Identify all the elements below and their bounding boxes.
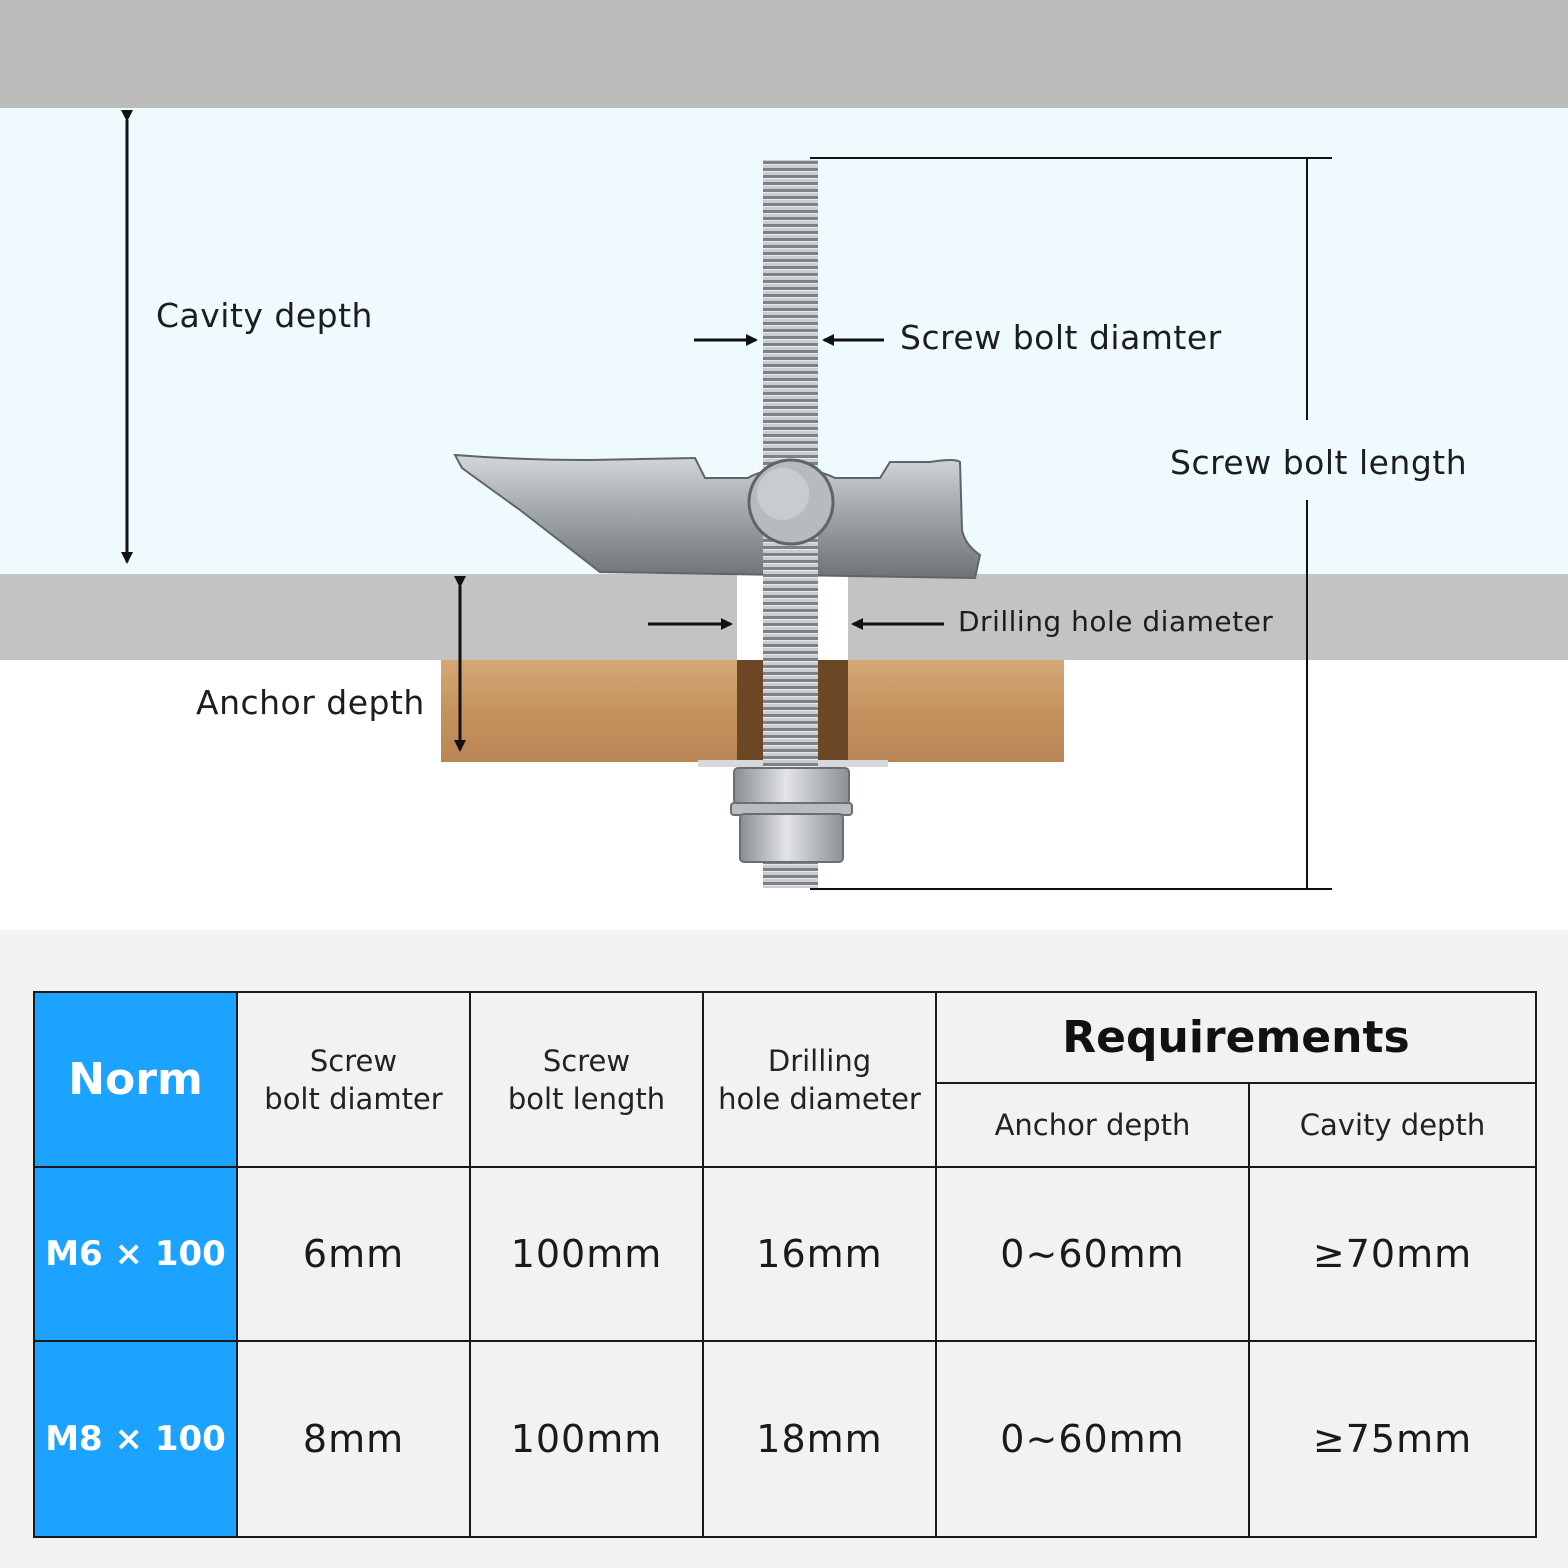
row-norm: M8 × 100 bbox=[33, 1340, 238, 1538]
cell-bolt-length: 100mm bbox=[469, 1340, 704, 1538]
cell-bolt-diameter: 6mm bbox=[236, 1166, 471, 1342]
cell-anchor-depth: 0~60mm bbox=[935, 1166, 1250, 1342]
table-row: M6 × 100 6mm 100mm 16mm 0~60mm ≥70mm bbox=[33, 1166, 1537, 1342]
ceiling-concrete bbox=[0, 0, 1568, 108]
drilling-hole-diameter-label: Drilling hole diameter bbox=[958, 605, 1274, 638]
col-screw-bolt-diameter-line2: bolt diamter bbox=[264, 1081, 443, 1116]
bolt-length-bracket bbox=[810, 157, 1332, 890]
cell-hole-diameter: 18mm bbox=[702, 1340, 937, 1538]
hinge-pin-highlight bbox=[757, 468, 809, 520]
table-header-row: Norm Screw bolt diamter Screw bolt lengt… bbox=[33, 991, 1537, 1168]
norm-header: Norm bbox=[33, 991, 238, 1168]
cell-hole-diameter: 16mm bbox=[702, 1166, 937, 1342]
col-screw-bolt-length: Screw bolt length bbox=[469, 991, 704, 1168]
screw-bolt-diameter-label: Screw bolt diamter bbox=[900, 318, 1222, 357]
toggle-wing bbox=[453, 453, 982, 580]
nut-lower bbox=[739, 813, 844, 863]
screw-bolt-length-label: Screw bolt length bbox=[1170, 443, 1468, 482]
table-row: M8 × 100 8mm 100mm 18mm 0~60mm ≥75mm bbox=[33, 1340, 1537, 1538]
cell-cavity-depth: ≥70mm bbox=[1248, 1166, 1537, 1342]
col-screw-bolt-diameter-line1: Screw bbox=[309, 1043, 398, 1078]
cell-bolt-length: 100mm bbox=[469, 1166, 704, 1342]
anchor-depth-label: Anchor depth bbox=[196, 683, 425, 722]
cavity-depth-label: Cavity depth bbox=[156, 296, 373, 335]
diagram-svg bbox=[0, 0, 1568, 930]
sub-cavity-depth: Cavity depth bbox=[1248, 1082, 1537, 1168]
nut-upper bbox=[733, 767, 850, 805]
cell-cavity-depth: ≥75mm bbox=[1248, 1340, 1537, 1538]
installation-diagram: Cavity depth Screw bolt diamter Screw bo… bbox=[0, 0, 1568, 930]
row-norm: M6 × 100 bbox=[33, 1166, 238, 1342]
cell-anchor-depth: 0~60mm bbox=[935, 1340, 1250, 1538]
col-drilling-hole-diameter-line2: hole diameter bbox=[718, 1081, 921, 1116]
col-drilling-hole-diameter-line1: Drilling bbox=[767, 1043, 872, 1078]
col-screw-bolt-length-line2: bolt length bbox=[507, 1081, 666, 1116]
table-subheader-row: Anchor depth Cavity depth bbox=[34, 1082, 1537, 1168]
col-drilling-hole-diameter: Drilling hole diameter bbox=[702, 991, 937, 1168]
requirements-header: Requirements bbox=[935, 991, 1537, 1084]
col-screw-bolt-diameter: Screw bolt diamter bbox=[236, 991, 471, 1168]
spec-table: Norm Screw bolt diamter Screw bolt lengt… bbox=[33, 991, 1537, 1538]
col-screw-bolt-length-line1: Screw bbox=[542, 1043, 631, 1078]
cell-bolt-diameter: 8mm bbox=[236, 1340, 471, 1538]
sub-anchor-depth: Anchor depth bbox=[935, 1082, 1250, 1168]
